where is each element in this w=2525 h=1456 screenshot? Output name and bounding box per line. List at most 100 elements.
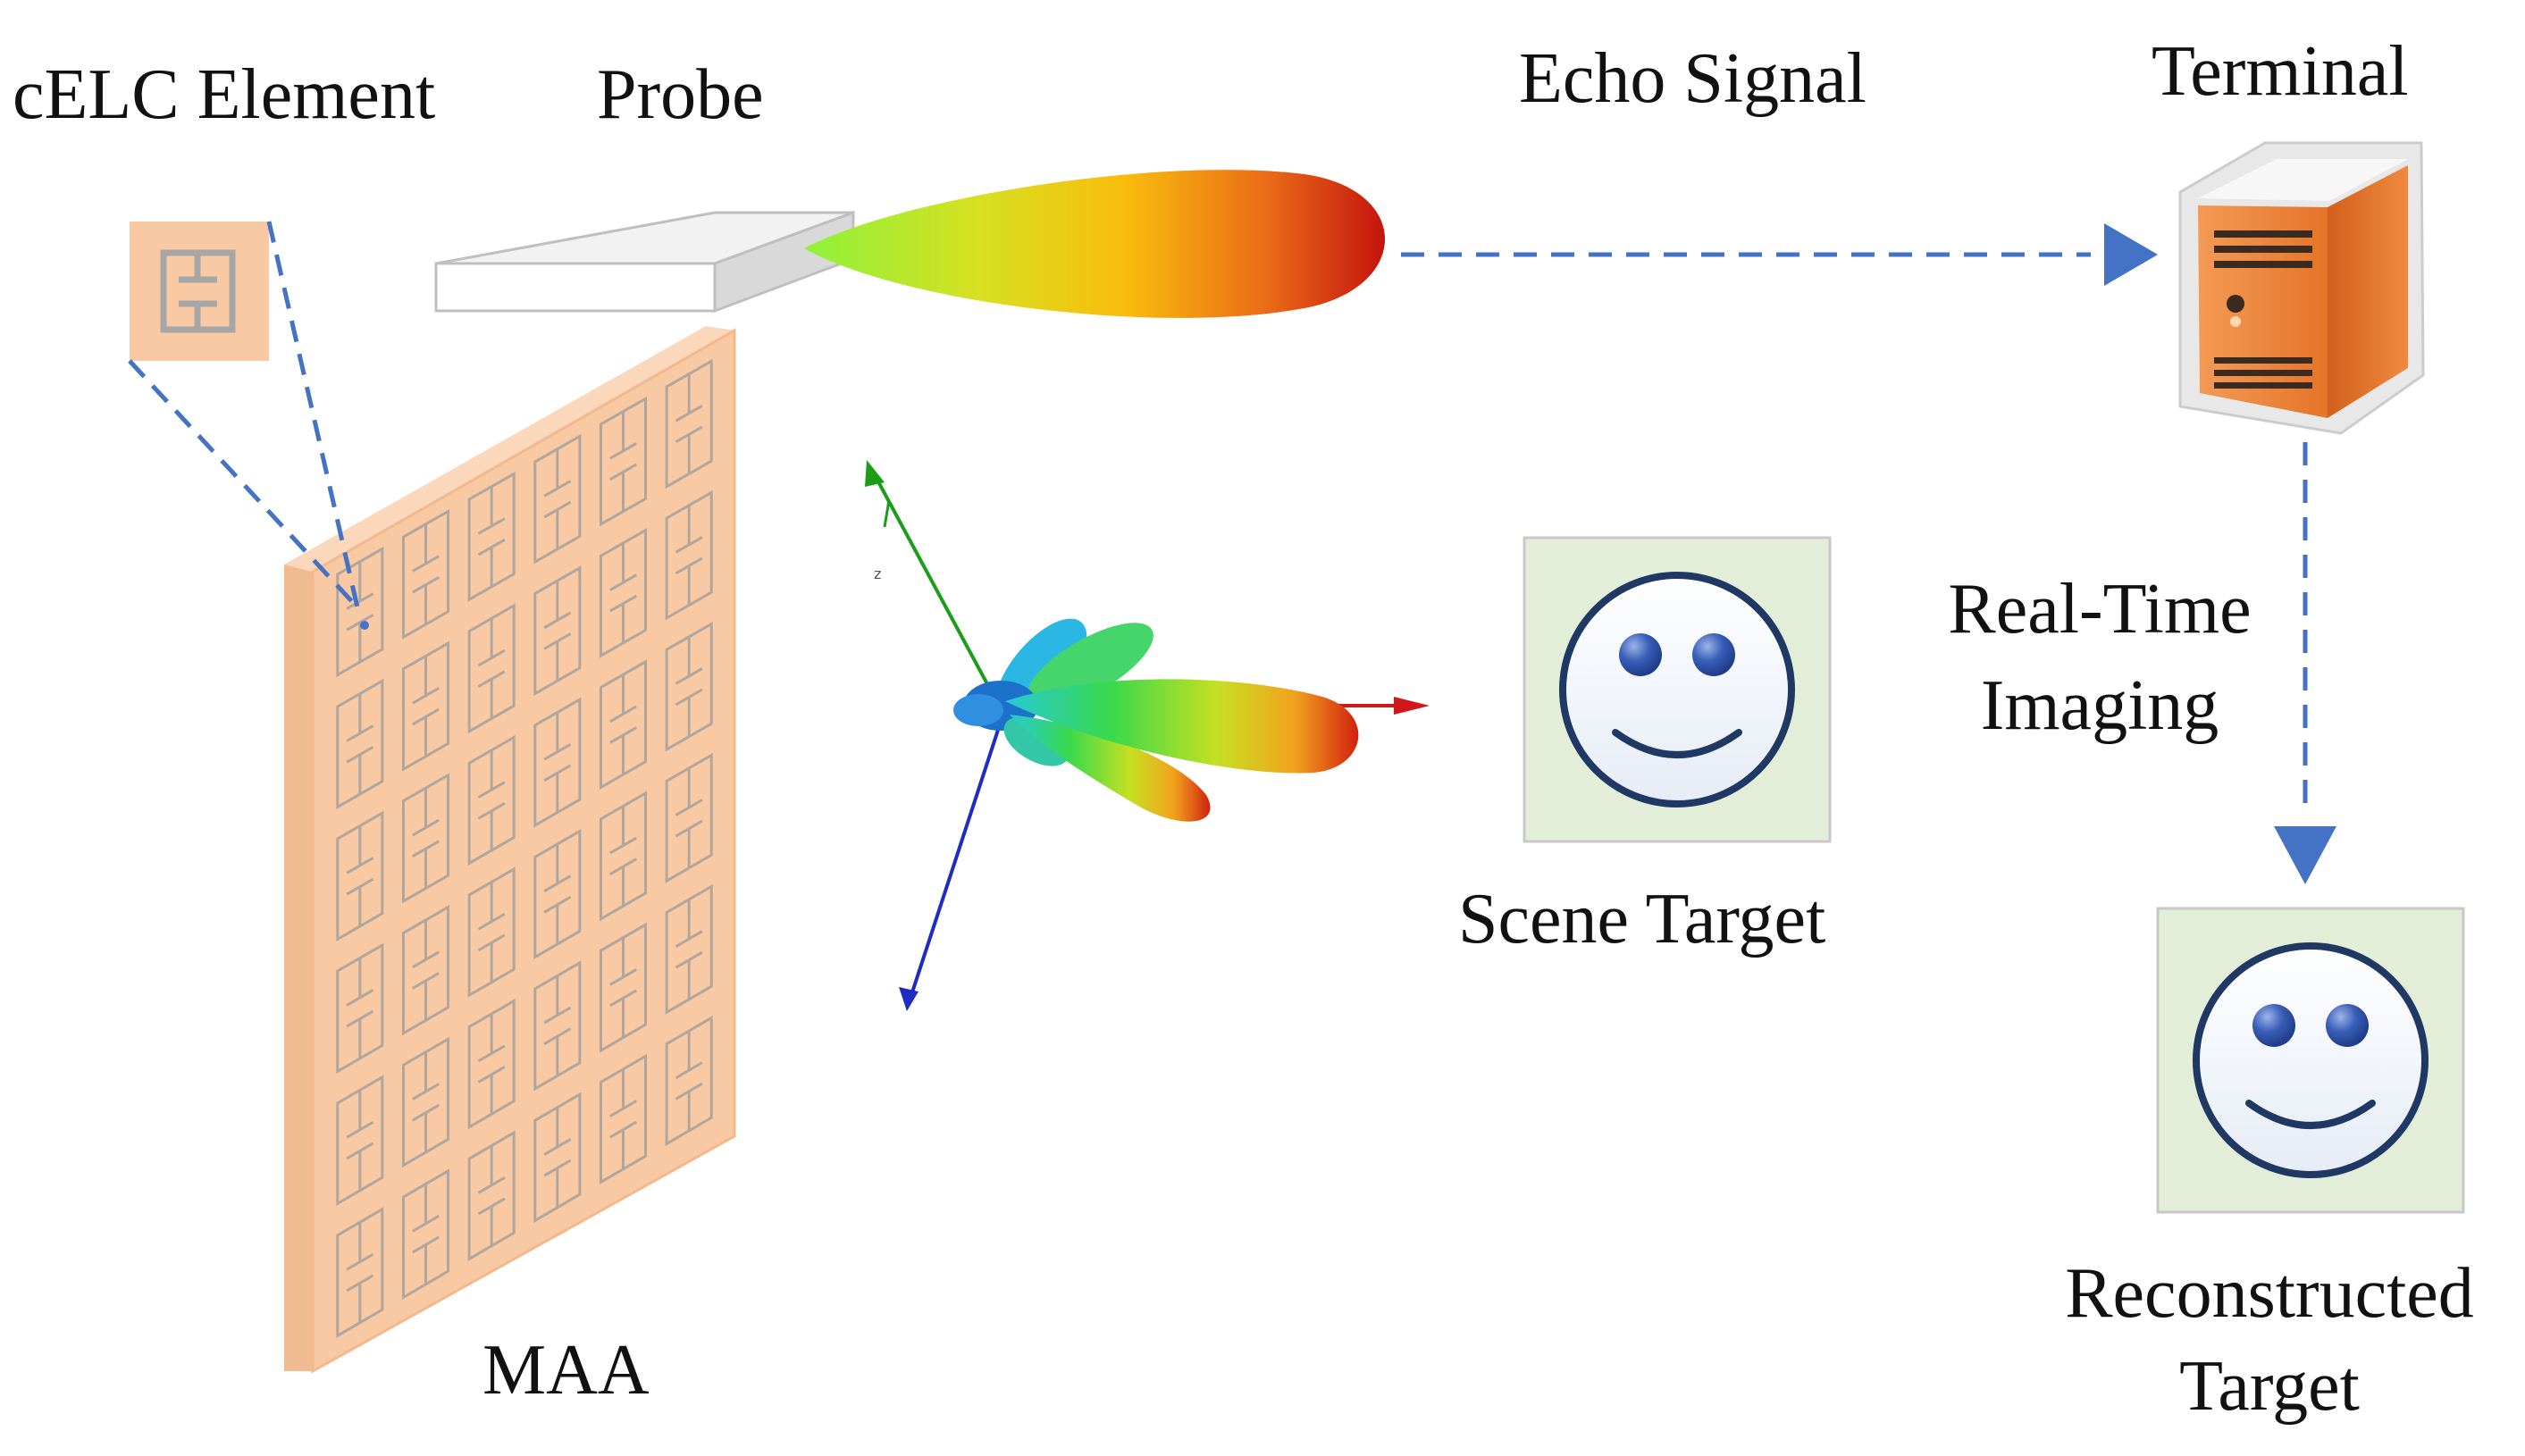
- celc-bar: [477, 517, 506, 535]
- celc-bar: [412, 575, 440, 594]
- celc-cell: [467, 1130, 516, 1262]
- celc-bar: [346, 614, 374, 632]
- celc-bar: [543, 764, 572, 782]
- celc-bar: [675, 405, 703, 423]
- celc-bar: [412, 1235, 440, 1254]
- svg-text:z: z: [874, 565, 881, 582]
- celc-cell: [336, 810, 384, 942]
- celc-bar: [543, 1006, 572, 1025]
- celc-bar: [346, 724, 374, 742]
- celc-bar: [675, 1061, 703, 1080]
- reconstructed-label: Reconstructed: [2065, 1254, 2474, 1333]
- celc-cell: [467, 998, 516, 1130]
- probe-label: Probe: [597, 55, 764, 134]
- celc-bar: [346, 745, 374, 764]
- celc-bar: [675, 667, 703, 685]
- celc-bar: [412, 818, 440, 837]
- celc-bar: [346, 877, 374, 896]
- celc-cell: [599, 1053, 648, 1185]
- terminal-label: Terminal: [2152, 32, 2409, 111]
- celc-cell: [533, 1092, 582, 1224]
- imaging-arrow-head: [2274, 826, 2336, 884]
- celc-bar: [346, 1274, 374, 1293]
- celc-bar: [543, 1027, 572, 1046]
- celc-cell: [533, 433, 582, 565]
- echo-signal-label: Echo Signal: [1519, 39, 1866, 118]
- celc-cell: [665, 490, 713, 621]
- celc-cell: [401, 1036, 450, 1168]
- server-tower-icon: [2178, 141, 2425, 435]
- reconstructed-smiley-icon: [2156, 907, 2465, 1214]
- celc-bar: [412, 1214, 440, 1233]
- celc-bar: [346, 1142, 374, 1160]
- celc-cell: [401, 508, 450, 640]
- celc-cell: [401, 1168, 450, 1300]
- celc-cell: [336, 546, 384, 678]
- celc-bar: [609, 442, 637, 460]
- celc-cell: [533, 960, 582, 1092]
- celc-cell: [336, 678, 384, 810]
- echo-arrow-head: [2104, 223, 2158, 286]
- celc-cell: [401, 640, 450, 772]
- celc-bar: [346, 1252, 374, 1271]
- celc-bar: [609, 858, 637, 875]
- celc-bar: [412, 972, 440, 990]
- target-label: Target: [2179, 1347, 2360, 1426]
- radiation-lobe-icon: [804, 170, 1385, 318]
- celc-bar: [609, 968, 637, 986]
- celc-bar: [543, 742, 572, 761]
- celc-bar: [346, 989, 374, 1007]
- celc-bar: [675, 819, 703, 838]
- celc-bar: [412, 840, 440, 858]
- celc-bar: [477, 538, 506, 556]
- celc-bar: [543, 611, 572, 630]
- celc-bar: [346, 1009, 374, 1028]
- celc-cell: [665, 621, 713, 752]
- celc-bar: [675, 536, 703, 554]
- real-time-label: Real-Time: [1948, 570, 2252, 649]
- celc-bar: [543, 480, 572, 498]
- celc-bar: [477, 912, 506, 931]
- celc-bar: [412, 555, 440, 573]
- celc-cell: [336, 1075, 384, 1206]
- celc-bar: [543, 500, 572, 519]
- celc-bar: [477, 1176, 506, 1194]
- celc-cell: [467, 603, 516, 734]
- celc-cell: [665, 358, 713, 490]
- celc-cell: [401, 773, 450, 904]
- celc-bar: [543, 1159, 572, 1177]
- celc-cell: [665, 752, 713, 883]
- zoom-target-dot: [360, 621, 369, 630]
- celc-cell: [665, 883, 713, 1015]
- celc-cell: [401, 904, 450, 1036]
- celc-bar: [543, 632, 572, 650]
- celc-cell: [467, 471, 516, 602]
- celc-bar: [675, 930, 703, 948]
- celc-bar: [412, 1083, 440, 1100]
- celc-cell: [599, 527, 648, 658]
- celc-bar: [609, 726, 637, 744]
- maa-cell-grid: [336, 358, 713, 1338]
- celc-cell: [533, 828, 582, 960]
- celc-cell: [599, 659, 648, 791]
- 3d-radiation-pattern-icon: z: [865, 460, 1430, 1011]
- maa-label: MAA: [482, 1331, 650, 1410]
- celc-bar: [477, 781, 506, 799]
- celc-cell: [467, 866, 516, 998]
- celc-bar: [675, 425, 703, 444]
- celc-bar: [477, 933, 506, 952]
- celc-bar: [477, 670, 506, 688]
- zoom-connector-lines: [128, 221, 360, 609]
- celc-unit-cell-icon: [130, 222, 269, 361]
- celc-cell: [336, 942, 384, 1075]
- celc-bar: [412, 707, 440, 726]
- celc-bar: [346, 857, 374, 874]
- celc-bar: [412, 1103, 440, 1122]
- celc-bar: [346, 1120, 374, 1139]
- celc-cell: [599, 922, 648, 1053]
- celc-bar: [609, 1100, 637, 1117]
- celc-bar: [675, 1082, 703, 1100]
- celc-bar: [609, 989, 637, 1008]
